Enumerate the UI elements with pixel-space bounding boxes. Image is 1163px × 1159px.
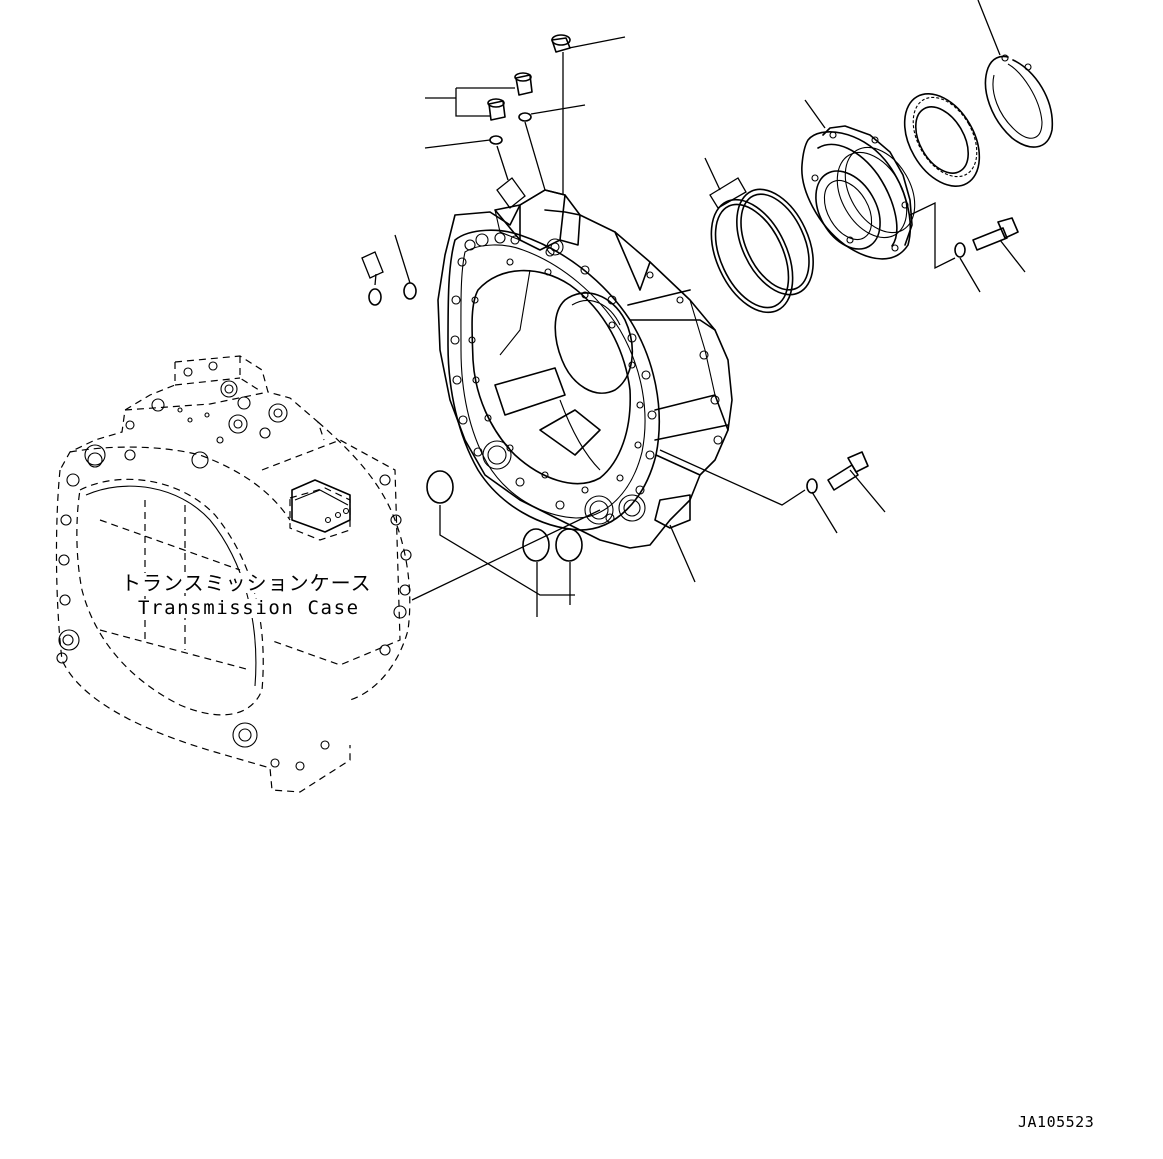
- o-rings-pair: [710, 188, 814, 314]
- transmission-case-label-japanese: トランスミッションケース: [121, 571, 372, 595]
- snap-ring: [984, 54, 1054, 148]
- plugs-pair: [487, 72, 533, 121]
- bearing-retainer: [801, 125, 916, 260]
- drawing-id: JA105523: [1018, 1113, 1095, 1131]
- transmission-case-label-english: Transmission Case: [138, 597, 360, 619]
- bearing: [903, 93, 981, 187]
- bolt-lower-right: [806, 451, 869, 494]
- leader-lines: [361, 0, 1026, 617]
- o-ring-small-a: [518, 112, 532, 122]
- plug-top: [551, 34, 571, 53]
- cover-plates: [426, 470, 583, 562]
- transmission-case-outline: [55, 355, 412, 793]
- main-housing: [437, 189, 733, 549]
- bolt-upper-right: [954, 217, 1019, 258]
- o-ring-small-b: [489, 135, 503, 145]
- o-rings-small-left: [368, 282, 417, 306]
